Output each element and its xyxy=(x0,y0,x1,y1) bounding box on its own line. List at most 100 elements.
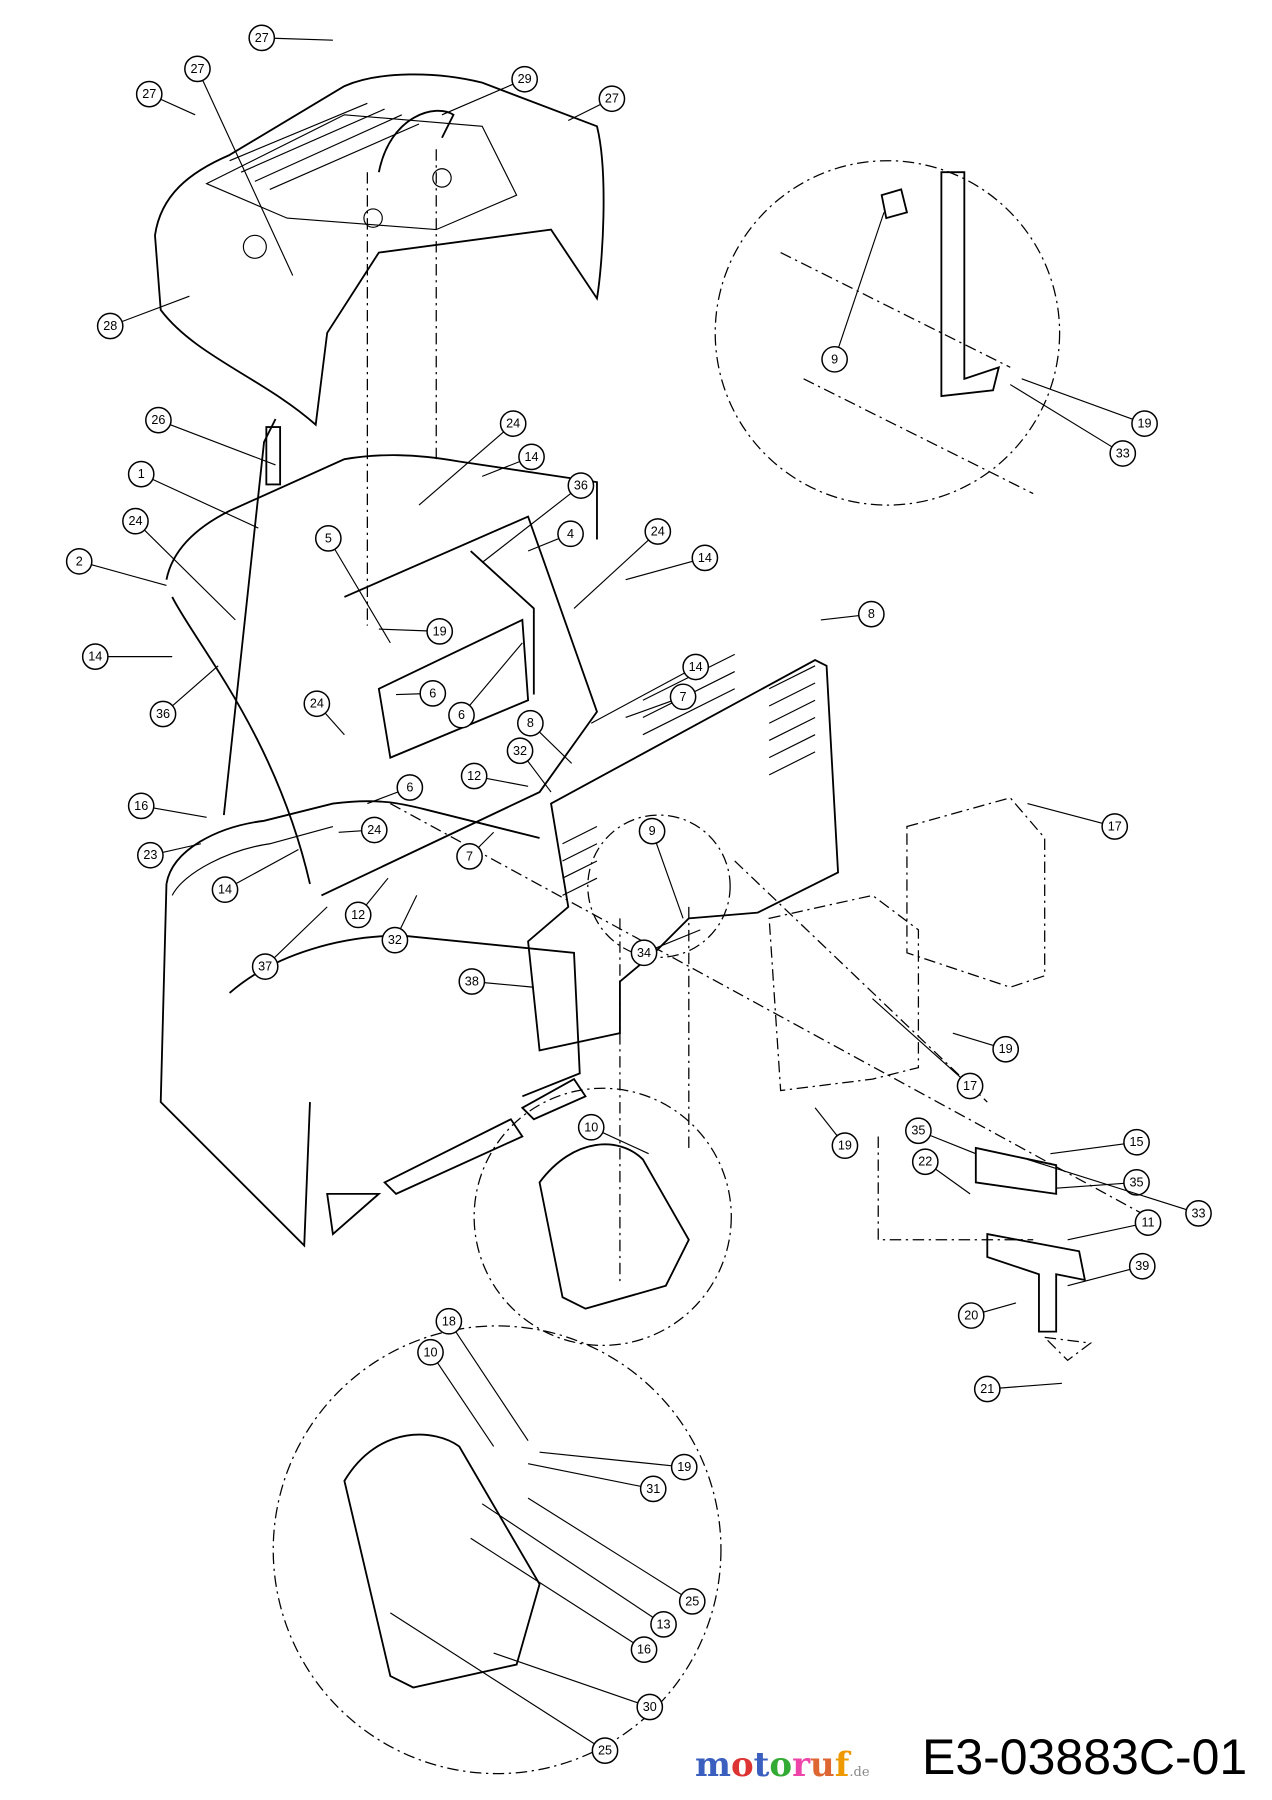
callout-label: 14 xyxy=(689,660,703,674)
callout-label: 2 xyxy=(76,554,83,568)
callout-1: 1 xyxy=(127,460,259,529)
leader-line xyxy=(625,557,706,581)
callout-circle xyxy=(127,792,155,820)
callout-label: 36 xyxy=(156,707,170,721)
callout-19: 19 xyxy=(378,618,454,645)
callout-label: 19 xyxy=(433,624,447,638)
callout-label: 32 xyxy=(513,744,527,758)
callout-circle xyxy=(517,709,544,737)
callout-6: 6 xyxy=(367,774,424,805)
callout-label: 17 xyxy=(1108,820,1122,834)
callout-23: 23 xyxy=(137,841,202,869)
callout-19: 19 xyxy=(1021,378,1158,437)
leader-line xyxy=(418,423,514,506)
leader-line xyxy=(1027,803,1115,828)
callout-label: 12 xyxy=(351,908,365,922)
leader-line xyxy=(1027,1158,1199,1214)
callout-circle xyxy=(435,1307,463,1335)
leader-line xyxy=(481,1503,664,1625)
callout-label: 23 xyxy=(143,848,157,862)
callout-label: 1 xyxy=(138,467,145,481)
callout-circle xyxy=(81,643,109,671)
leader-line xyxy=(872,998,971,1087)
callout-14: 14 xyxy=(211,848,299,904)
callout-16: 16 xyxy=(127,792,207,820)
callout-circle xyxy=(630,939,658,967)
callout-35: 35 xyxy=(1056,1169,1150,1196)
callout-label: 33 xyxy=(1116,446,1130,460)
callout-label: 34 xyxy=(637,946,651,960)
watermark-letter: o xyxy=(769,1745,793,1785)
callout-label: 27 xyxy=(190,62,204,76)
mounting-plates xyxy=(768,797,1093,1362)
leader-line xyxy=(834,212,885,360)
callout-24: 24 xyxy=(573,518,672,609)
callout-label: 21 xyxy=(980,1382,994,1396)
callout-circle xyxy=(905,1117,932,1145)
callout-13: 13 xyxy=(481,1503,677,1638)
callout-circle xyxy=(598,85,626,113)
callout-circle xyxy=(650,1610,677,1638)
callout-label: 29 xyxy=(518,72,532,86)
callout-circle xyxy=(137,841,164,869)
callout-24: 24 xyxy=(338,816,388,844)
callout-label: 25 xyxy=(685,1594,699,1608)
callout-circle xyxy=(557,520,584,548)
callout-34: 34 xyxy=(630,929,701,967)
leader-line xyxy=(430,1351,495,1447)
callout-circle xyxy=(1185,1200,1212,1227)
callout-label: 24 xyxy=(367,823,381,837)
callout-27: 27 xyxy=(248,24,333,52)
callout-circle xyxy=(973,1375,1001,1403)
leader-line xyxy=(79,560,167,587)
callout-label: 20 xyxy=(964,1309,978,1323)
callout-36: 36 xyxy=(481,472,595,563)
watermark-letter: r xyxy=(792,1745,810,1785)
callout-label: 14 xyxy=(698,551,712,565)
callout-12: 12 xyxy=(344,877,389,929)
callout-4: 4 xyxy=(527,520,584,552)
watermark-tld: .de xyxy=(849,1765,870,1780)
leader-line xyxy=(158,419,276,466)
callout-16: 16 xyxy=(470,1537,658,1663)
callout-label: 6 xyxy=(429,686,436,700)
callout-label: 26 xyxy=(151,413,165,427)
callout-label: 6 xyxy=(458,708,465,722)
callout-circle xyxy=(506,737,534,765)
callout-label: 24 xyxy=(651,525,665,539)
callout-6: 6 xyxy=(396,679,447,707)
callout-circle xyxy=(639,1475,667,1503)
callout-14: 14 xyxy=(590,653,710,724)
leader-line xyxy=(448,1320,529,1442)
back-panel xyxy=(527,653,840,1052)
callout-38: 38 xyxy=(458,968,534,995)
callout-circle xyxy=(122,507,149,535)
callout-circle xyxy=(149,700,177,728)
bag-frame xyxy=(165,418,598,897)
callout-label: 39 xyxy=(1135,1259,1149,1273)
callout-35: 35 xyxy=(905,1117,977,1155)
callout-10: 10 xyxy=(417,1338,495,1447)
callout-circle xyxy=(1123,1128,1150,1156)
callout-label: 12 xyxy=(467,769,481,783)
callout-label: 22 xyxy=(918,1155,932,1169)
callout-19: 19 xyxy=(539,1451,698,1481)
callout-14: 14 xyxy=(625,544,719,581)
callout-label: 19 xyxy=(838,1139,852,1153)
callout-circle xyxy=(314,525,342,552)
callout-label: 14 xyxy=(88,650,102,664)
callout-21: 21 xyxy=(973,1375,1062,1403)
callout-label: 19 xyxy=(999,1042,1013,1056)
leader-line xyxy=(1056,1181,1137,1189)
callout-15: 15 xyxy=(1050,1128,1150,1156)
callout-circle xyxy=(499,410,527,437)
callout-circle xyxy=(419,679,447,707)
callout-label: 15 xyxy=(1130,1135,1144,1149)
leader-line xyxy=(527,1463,654,1490)
callout-label: 19 xyxy=(677,1460,691,1474)
callout-label: 9 xyxy=(649,824,656,838)
watermark-letter: o xyxy=(730,1745,754,1785)
callout-17: 17 xyxy=(1027,803,1129,840)
